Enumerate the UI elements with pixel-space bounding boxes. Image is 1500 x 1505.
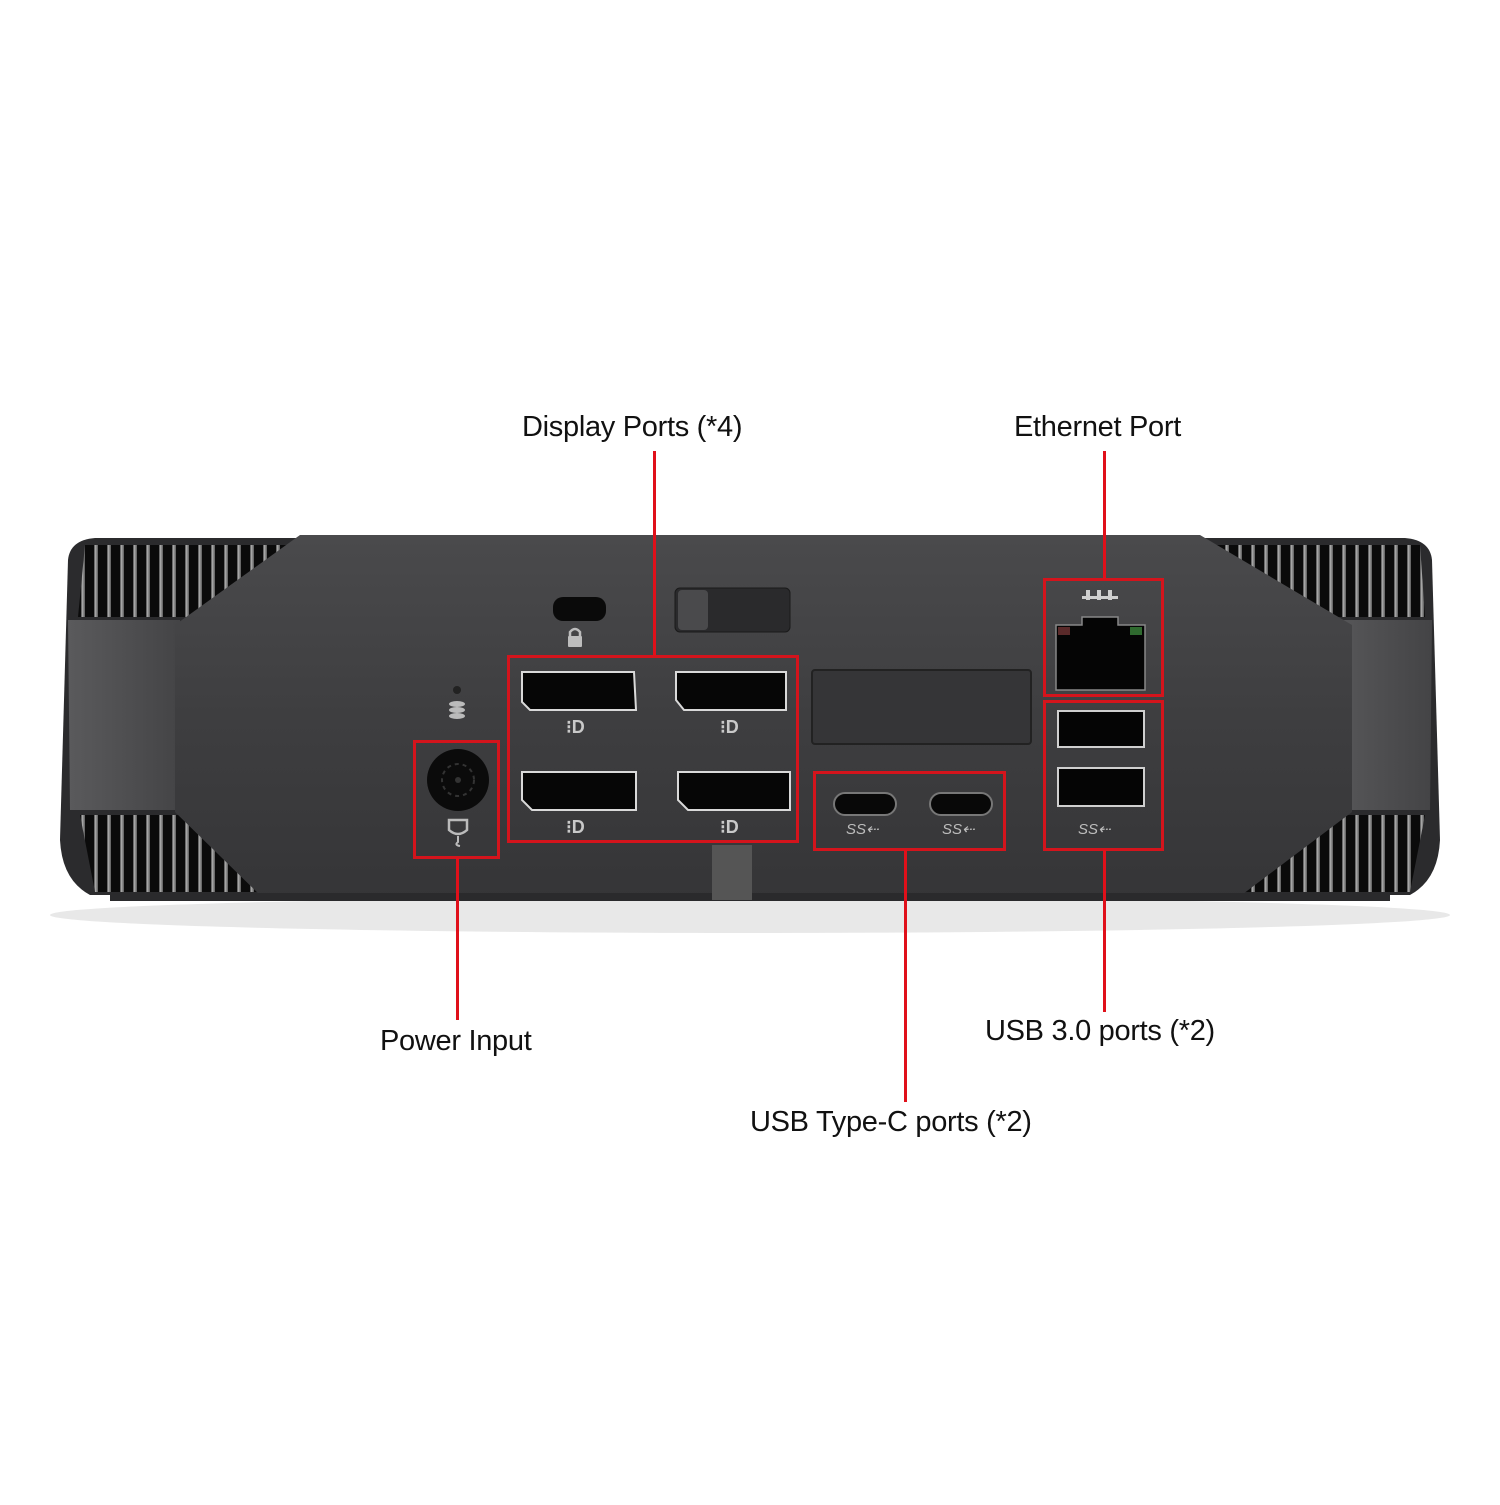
svg-text:⁝D: ⁝D (566, 817, 585, 837)
power-input-highlight (413, 740, 500, 859)
svg-text:SS⇠: SS⇠ (846, 821, 880, 838)
ethernet-port-highlight (1043, 578, 1164, 697)
ethernet-port-label: Ethernet Port (1014, 411, 1181, 443)
svg-text:SS⇠: SS⇠ (942, 821, 976, 838)
svg-text:⁝D: ⁝D (720, 817, 739, 837)
ethernet-port-leader-line (1103, 451, 1106, 579)
svg-text:SS⇠: SS⇠ (1078, 821, 1112, 838)
usb-type-c-highlight (813, 771, 1006, 851)
usb-30-highlight (1043, 700, 1164, 851)
usb-30-leader-line (1103, 850, 1106, 1012)
power-input-label: Power Input (380, 1025, 532, 1057)
display-ports-label: Display Ports (*4) (522, 411, 743, 443)
usb-type-c-label: USB Type-C ports (*2) (750, 1106, 1032, 1138)
display-ports-leader-line (653, 451, 656, 656)
power-input-leader-line (456, 858, 459, 1020)
display-ports-highlight (507, 655, 799, 843)
svg-text:⁝D: ⁝D (720, 717, 739, 737)
usb-type-c-leader-line (904, 850, 907, 1102)
svg-text:⁝D: ⁝D (566, 717, 585, 737)
usb-30-label: USB 3.0 ports (*2) (985, 1015, 1215, 1047)
